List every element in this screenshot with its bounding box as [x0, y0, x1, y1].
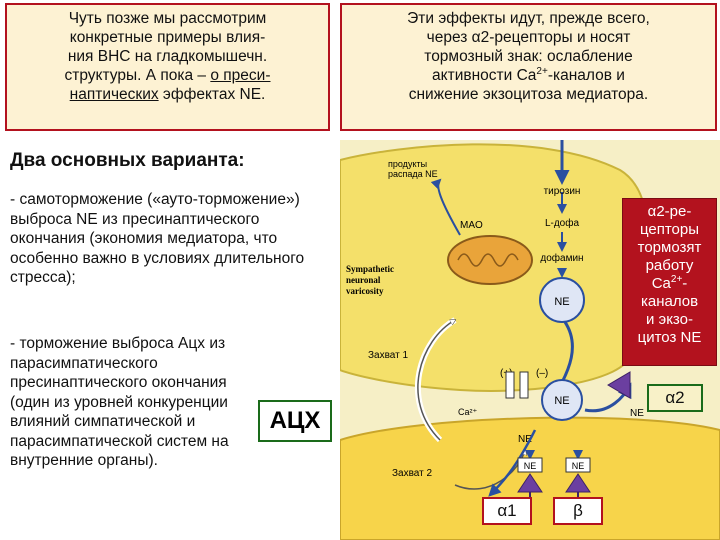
info-line-8: цитоз NE [637, 329, 702, 346]
ca-channel-right [519, 371, 529, 399]
minus-sign: (–) [536, 368, 548, 379]
ca-channel-left [505, 371, 515, 399]
effects-line-4: активности Ca2+-каналов и [432, 65, 625, 84]
effects-note-box: Эти эффекты идут, прежде всего, через α2… [340, 3, 717, 131]
info-line-6: каналов [640, 293, 699, 310]
uptake-2-arrow [454, 450, 525, 490]
beta-ne-tag-label: NE [572, 461, 585, 471]
varicosity-line-2: neuronal [346, 275, 381, 285]
info-line-1: α2-ре- [647, 203, 692, 220]
variant-ach-inhibition: - торможение выброса Ацх из парасимпатич… [10, 335, 229, 469]
intro-line-4: структуры. А пока – о преси- [64, 67, 271, 84]
alpha1-ne-tag [517, 457, 543, 473]
synaptic-ne-right: NE [630, 408, 644, 419]
varicosity-line-1: Sympathetic [346, 264, 394, 274]
releasing-vesicle [541, 379, 583, 421]
mitochondrion-cristae [457, 253, 519, 267]
beta-ne-tag [565, 457, 591, 473]
calcium-label: Ca²⁺ [458, 407, 478, 417]
decay-products-line-1: продукты [388, 159, 427, 169]
decay-products-label: продукты распада NE [388, 159, 438, 179]
uptake-1-label: Захват 1 [368, 350, 409, 361]
mao-degradation-arrow [430, 178, 461, 236]
info-line-4: работу [645, 257, 694, 274]
tyrosine-label: тирозин [544, 186, 581, 197]
uptake-1-arrow [417, 320, 455, 441]
intro-line-5: наптических эффектах NE. [69, 86, 266, 103]
varicosity-label: Sympathetic neuronal varicosity [346, 264, 396, 296]
effects-line-1: Эти эффекты идут, прежде всего, [407, 10, 650, 27]
effects-line-3: тормозный знак: ослабление [424, 48, 633, 65]
intro-line-2: конкретные примеры влия- [69, 29, 266, 46]
effects-line-2: через α2-рецепторы и носят [426, 29, 631, 46]
beta-label-box: β [553, 497, 603, 525]
section-heading: Два основных варианта: [10, 150, 245, 171]
decay-products-line-2: распада NE [388, 169, 438, 179]
ach-label-box: АЦХ [258, 400, 332, 442]
ne-diffusion-arrow [488, 429, 537, 497]
info-line-3: тормозят [637, 239, 702, 256]
info-line-7: и экзо- [646, 311, 693, 328]
ne-vesicle [539, 277, 585, 323]
varicosity-line-3: varicosity [346, 286, 384, 296]
info-line-5: Ca2+- [651, 274, 688, 293]
intro-note-box: Чуть позже мы рассмотрим конкретные прим… [5, 3, 330, 131]
alpha1-label-box: α1 [482, 497, 532, 525]
dopamine-label: дофамин [540, 252, 583, 264]
alpha1-ne-tag-label: NE [524, 461, 537, 471]
mitochondrion [447, 235, 533, 285]
info-line-2: цепторы [639, 221, 700, 238]
uptake-2-label: Захват 2 [392, 468, 433, 479]
variant-autoinhibition: - самоторможение («ауто-торможение») выб… [10, 191, 305, 286]
mao-label: MAO [460, 220, 483, 231]
effects-line-5: снижение экзоцитоза медиатора. [408, 86, 649, 103]
alpha2-info-box: α2-ре- цепторы тормозят работу Ca2+- кан… [622, 198, 717, 366]
releasing-vesicle-ne-label: NE [554, 395, 569, 407]
alpha2-autoreceptor [607, 371, 631, 399]
intro-line-1: Чуть позже мы рассмотрим [68, 10, 267, 27]
alpha2-label-box: α2 [647, 384, 703, 412]
ldopa-label: L-дофа [545, 217, 580, 229]
intro-line-3: ния ВНС на гладкомышечн. [67, 48, 268, 65]
vesicle-ne-label: NE [554, 296, 569, 308]
synaptic-ne-center: NE [518, 434, 532, 445]
